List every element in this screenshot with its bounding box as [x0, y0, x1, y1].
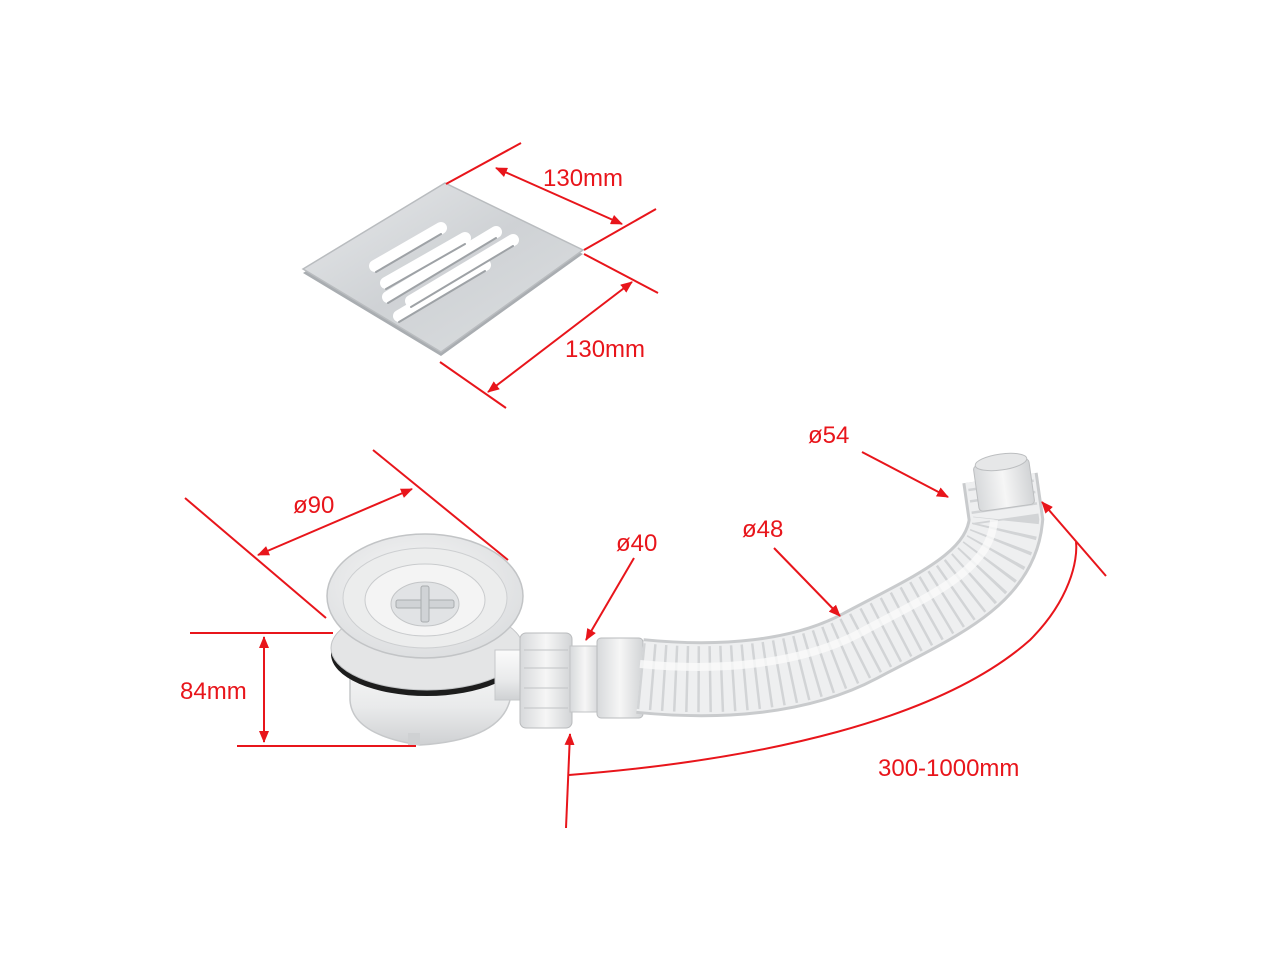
hose-coupling [596, 637, 644, 719]
trap-diameter-extension-2 [372, 449, 509, 561]
outlet-diameter-leader [585, 557, 635, 641]
trap-diameter-extension-1 [184, 497, 327, 619]
trap-diameter-label: ø90 [293, 492, 334, 519]
hose-length-arc [568, 541, 1078, 776]
trap-base-nub [408, 733, 420, 745]
dimension-labels: 130mm 130mm ø90 84mm ø40 ø48 ø54 300-100… [180, 165, 1019, 782]
grate-cover [301, 182, 585, 356]
trap-cross [395, 585, 455, 623]
outlet-diameter-label: ø40 [616, 530, 657, 557]
grate-width-extension-2 [583, 208, 657, 251]
grate-slots [369, 222, 519, 322]
hose-diameter-leader [773, 547, 841, 617]
hose-length-end-leader [1041, 501, 1107, 577]
hose-length-start-leader [564, 733, 575, 829]
grate-width-arrow [495, 167, 623, 225]
hose-end-diameter-label: ø54 [808, 422, 849, 449]
hose-length-label: 300-1000mm [878, 755, 1019, 782]
hose-end-diameter-leader [861, 451, 949, 498]
flexible-hose [636, 452, 1045, 718]
drain-trap [326, 533, 644, 746]
dimension-lines [184, 142, 1107, 829]
trap-height-label: 84mm [180, 678, 247, 705]
trap-outlet-nut [519, 632, 573, 729]
hose-diameter-label: ø48 [742, 516, 783, 543]
grate-width-label: 130mm [543, 165, 623, 192]
grate-depth-arrow [487, 281, 633, 393]
trap-diameter-arrow [257, 488, 413, 556]
grate-depth-label: 130mm [565, 336, 645, 363]
hose-end-cuff [973, 452, 1035, 512]
grate-depth-extension-1 [583, 253, 659, 294]
hose-corrugation [636, 473, 1040, 713]
grate-slot-shadows [375, 233, 514, 323]
grate-width-extension-1 [445, 142, 522, 185]
grate-depth-extension-2 [439, 361, 507, 409]
